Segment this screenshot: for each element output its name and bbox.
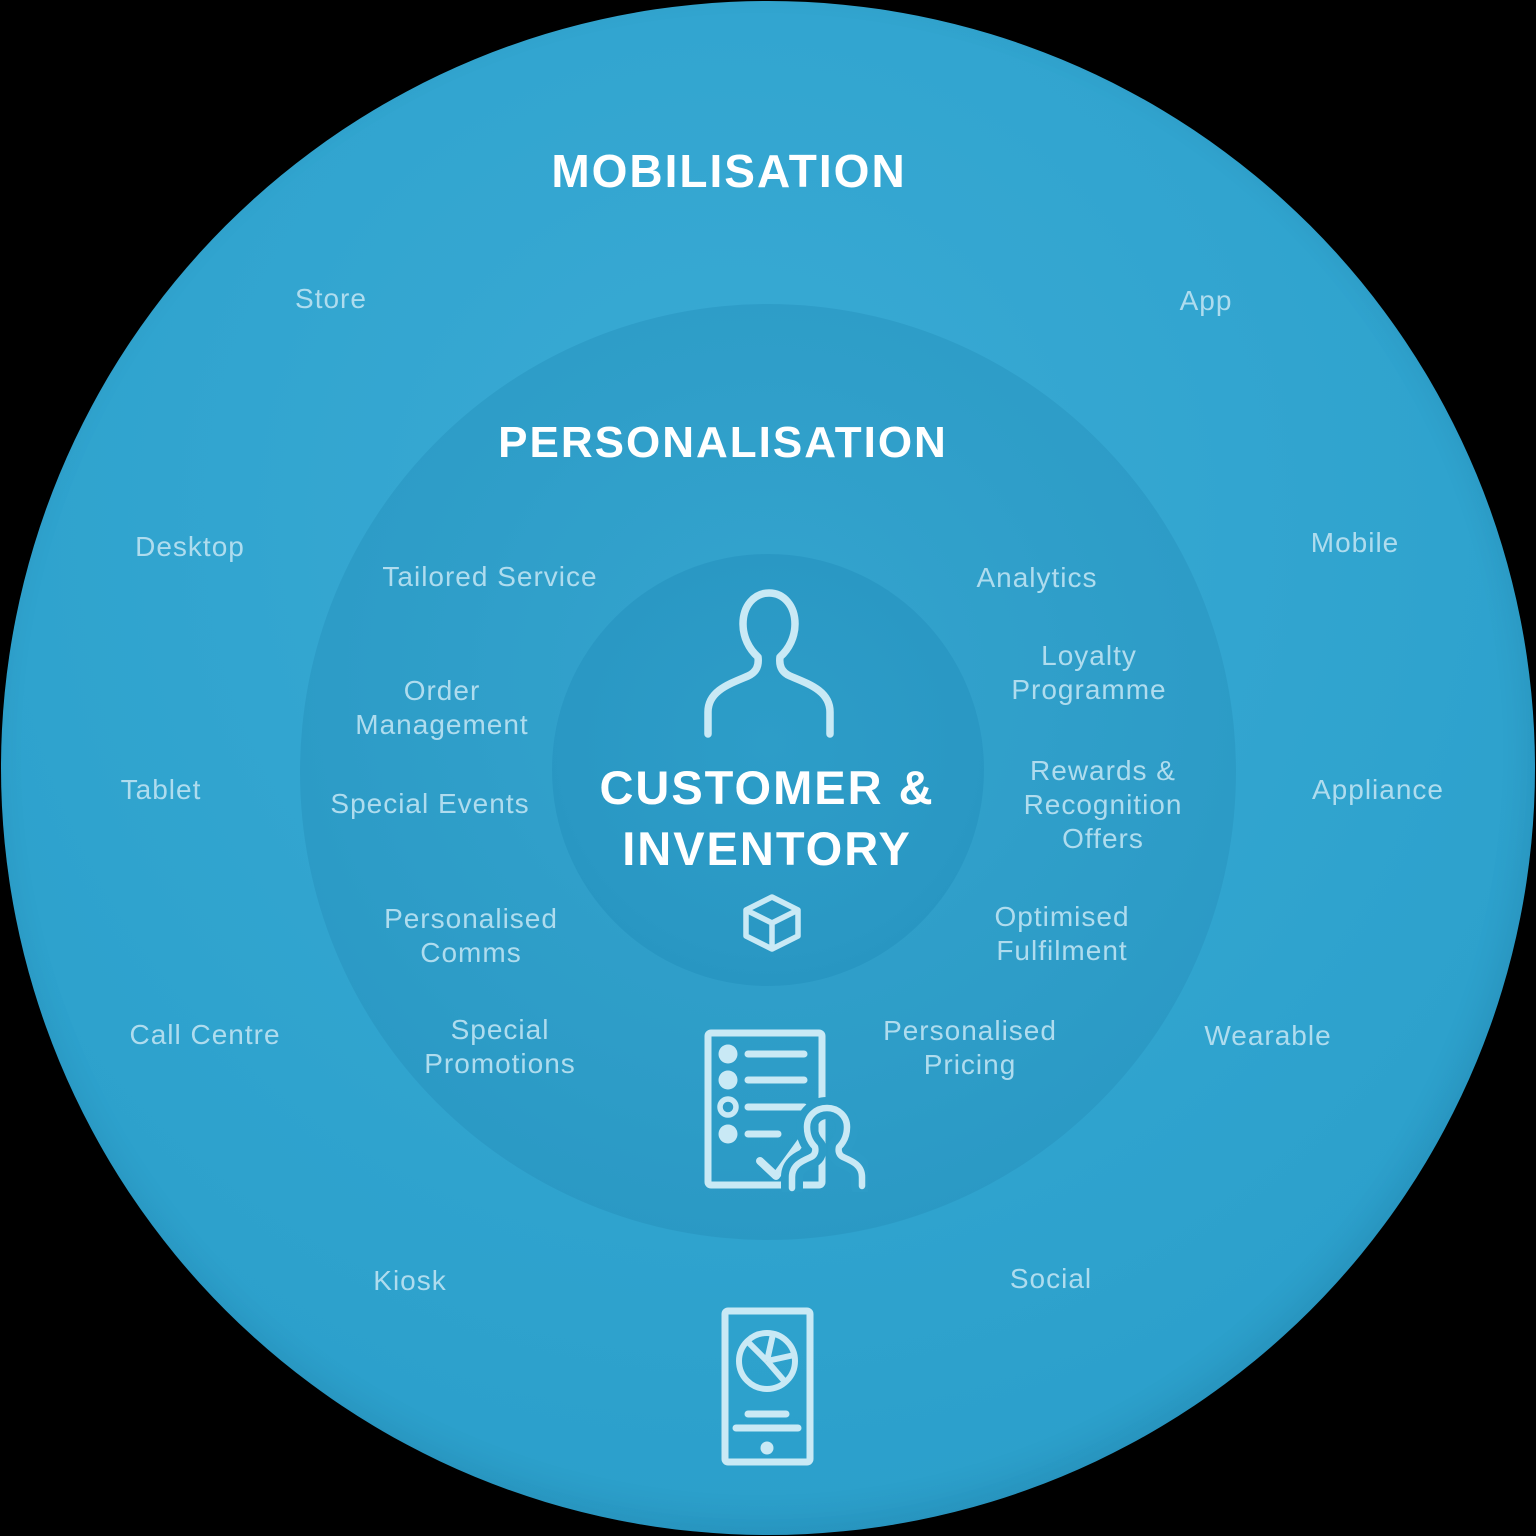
label-special-events: Special Events — [330, 788, 530, 819]
checklist-person-icon — [703, 1028, 868, 1192]
label-app: App — [1179, 285, 1233, 316]
label-rewards-recognition-offers: Rewards & Recognition Offers — [1023, 755, 1183, 854]
label-personalised-pricing: Personalised Pricing — [883, 1015, 1057, 1080]
label-appliance: Appliance — [1312, 774, 1444, 805]
label-analytics: Analytics — [976, 562, 1098, 593]
label-tailored-service: Tailored Service — [382, 561, 598, 592]
label-social: Social — [1009, 1263, 1093, 1294]
label-personalised-comms: Personalised Comms — [384, 903, 558, 968]
person-icon — [693, 584, 843, 740]
label-special-promotions: Special Promotions — [424, 1014, 576, 1079]
label-loyalty-programme: Loyalty Programme — [1011, 640, 1167, 705]
label-wearable: Wearable — [1204, 1020, 1332, 1051]
phone-analytics-icon — [720, 1306, 815, 1468]
label-tablet: Tablet — [120, 774, 202, 805]
mobilisation-title: MOBILISATION — [551, 145, 907, 197]
customer-inventory-circle — [552, 554, 984, 986]
customer-inventory-title: CUSTOMER & INVENTORY — [599, 761, 935, 875]
label-call-centre: Call Centre — [129, 1019, 281, 1050]
label-optimised-fulfilment: Optimised Fulfilment — [994, 901, 1130, 966]
label-desktop: Desktop — [135, 531, 245, 562]
personalisation-title: PERSONALISATION — [498, 418, 948, 467]
label-store: Store — [295, 283, 367, 314]
cube-icon — [740, 893, 804, 955]
label-order-management: Order Management — [355, 675, 529, 740]
label-kiosk: Kiosk — [373, 1265, 447, 1296]
label-mobile: Mobile — [1310, 527, 1400, 558]
